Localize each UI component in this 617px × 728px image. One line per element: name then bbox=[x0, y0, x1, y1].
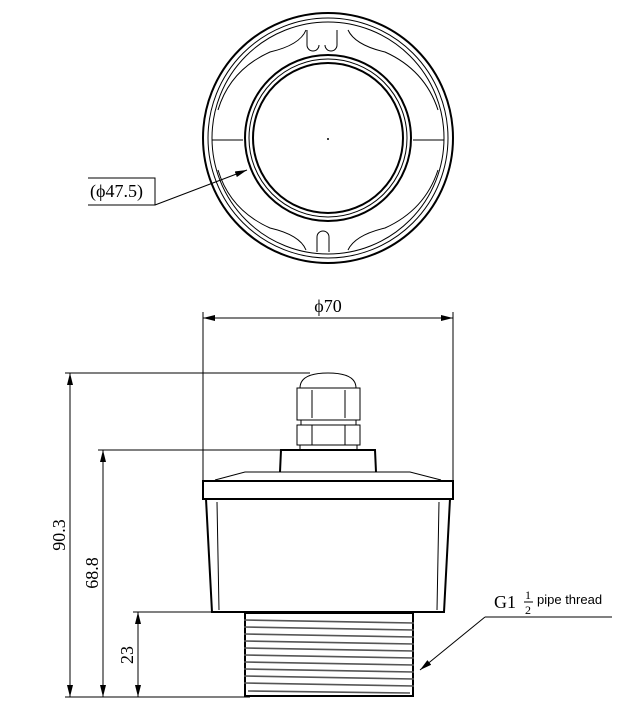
thread-fraction-numerator: 1 bbox=[525, 588, 531, 602]
top-view bbox=[88, 12, 454, 264]
total-height-label: 90.3 bbox=[49, 519, 69, 551]
thread-fraction-denominator: 2 bbox=[525, 603, 531, 617]
width-dimension-label: ϕ70 bbox=[314, 296, 341, 316]
side-view bbox=[65, 312, 612, 698]
inner-diameter-label: (ϕ47.5) bbox=[90, 181, 143, 202]
thread-label-prefix: G1 bbox=[494, 592, 516, 612]
body-height-label: 68.8 bbox=[82, 557, 102, 589]
thread-label-suffix: pipe thread bbox=[537, 592, 602, 607]
thread-height-label: 23 bbox=[117, 646, 137, 664]
